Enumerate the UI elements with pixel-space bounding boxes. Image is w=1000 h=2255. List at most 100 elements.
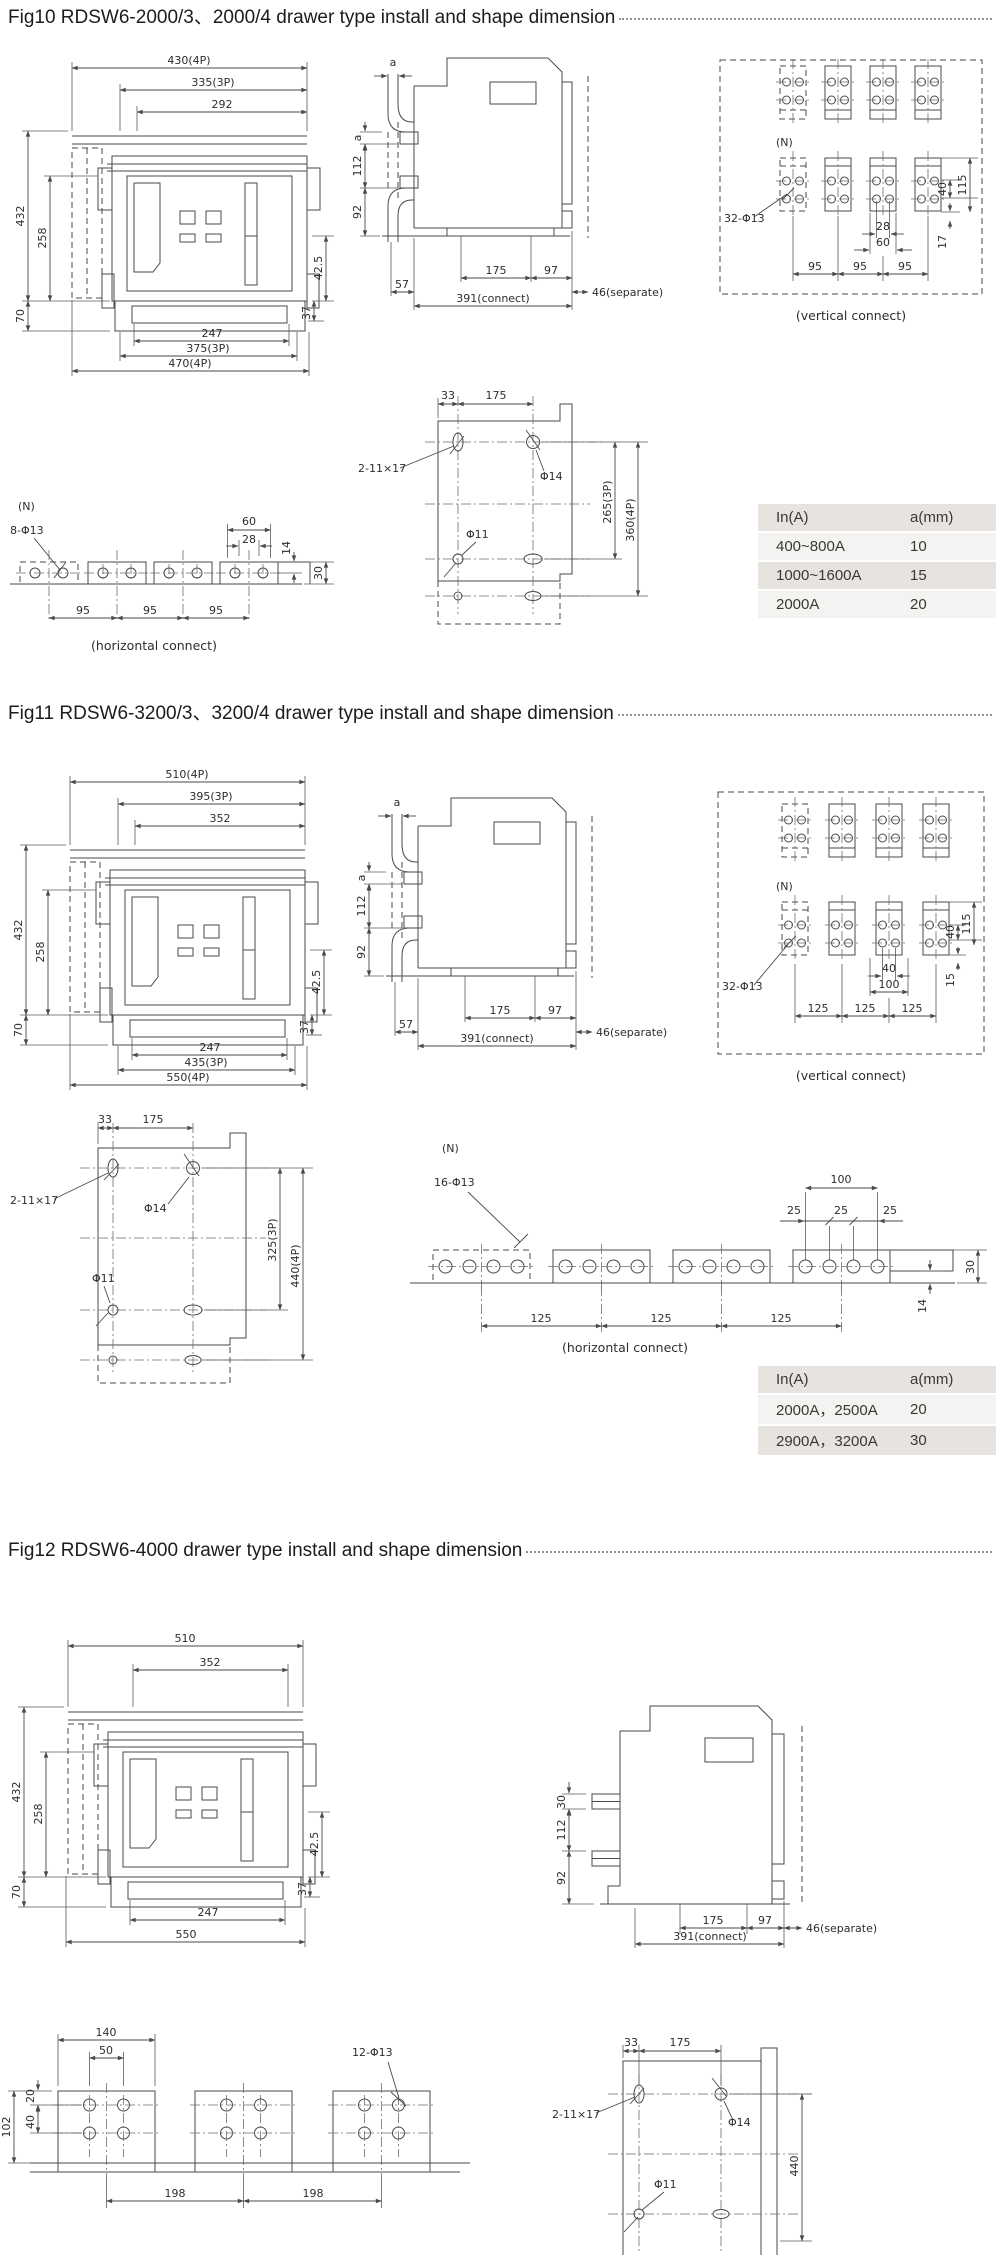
fig12-title: Fig12 RDSW6-4000 drawer type install and… (8, 1540, 992, 1562)
dim-label: a (394, 796, 401, 809)
busbars (10, 561, 311, 585)
dim-label: 40 (882, 962, 896, 975)
dim-label: 432 (10, 1782, 23, 1803)
dim-label: 440(4P) (289, 1244, 302, 1287)
dim-label: 30 (312, 566, 325, 580)
side-view-outline (600, 1705, 790, 1905)
dim-label: 97 (544, 264, 558, 277)
dim-label: 95 (76, 604, 90, 617)
leader-slash (53, 561, 67, 579)
dim-label: 112 (555, 1820, 568, 1841)
table-cell: 2000A (758, 590, 902, 620)
table-cell: 400~800A (758, 532, 902, 562)
front-view-outline (68, 1711, 317, 1908)
enclosure-dashed-border (719, 59, 983, 295)
fig10-vertical-connect: (N) 32-Φ13 28 60 95 95 95 40 115 17 (ver… (719, 58, 983, 323)
neutral-pole-label: (N) (776, 136, 793, 149)
dim-label: 510(4P) (165, 768, 208, 781)
dim-label: 33 (441, 389, 455, 402)
dim-label: a (390, 56, 397, 69)
busbars (30, 2082, 470, 2177)
drill-centerlines (608, 2074, 812, 2251)
dim-label: 25 (883, 1204, 897, 1217)
fig11-side-view: a a 112 92 57 175 97 391(connect) 46(sep… (355, 796, 667, 1050)
leader-line (387, 2061, 400, 2099)
busbar-top-row (777, 796, 954, 865)
table-cell: 2000A，2500A (758, 1394, 902, 1426)
vertical-connect-dimensions: 32-Φ13 40 100 125 125 125 40 115 15 (722, 901, 982, 1023)
drill-holes (633, 2084, 730, 2220)
dim-label: 46(separate) (592, 286, 663, 299)
dim-label: 140 (96, 2026, 117, 2039)
table-header-cell: a(mm) (902, 1366, 996, 1395)
dim-label: 125 (902, 1002, 923, 1015)
vertical-connect-caption: (vertical connect) (796, 1068, 906, 1083)
slot-spec-label: 2-11×17 (358, 462, 406, 475)
dim-label: 30 (555, 1795, 568, 1809)
neutral-pole-label: (N) (18, 500, 35, 513)
side-view-terminals (387, 74, 419, 242)
fig11-drill-plan: 33 175 2-11×17 Φ14 Φ11 325(3P) 440(4P) (10, 1113, 313, 1384)
table-header-row: In(A) a(mm) (758, 1366, 996, 1395)
dim-label: 247 (198, 1906, 219, 1919)
leader-slash (390, 2091, 407, 2107)
dim-label: 391(connect) (460, 1032, 533, 1045)
table-row: 1000~1600A 15 (758, 561, 996, 591)
dim-label: 95 (898, 260, 912, 273)
drill-centerlines (80, 1123, 276, 1373)
hole-spec-label: Φ11 (654, 2178, 677, 2191)
dim-label: 37 (296, 1882, 309, 1896)
horizontal-connect-dimensions: 100 25 25 25 30 14 125 125 125 (481, 1173, 987, 1333)
dim-label: 115 (960, 914, 973, 935)
title-dotted-rule (617, 713, 992, 716)
dim-label: 40 (24, 2115, 37, 2129)
dim-label: 37 (298, 1020, 311, 1034)
dim-label: 440 (788, 2156, 801, 2177)
dim-label: 352 (200, 1656, 221, 1669)
dim-label: 17 (936, 235, 949, 249)
table-header-row: In(A) a(mm) (758, 504, 996, 533)
hole-spec-label: Φ14 (144, 1202, 167, 1215)
horizontal-connect-dimensions: 60 28 14 30 95 95 95 (48, 515, 334, 622)
dim-label: 198 (303, 2187, 324, 2200)
mounting-plate-outline (437, 403, 573, 582)
table-row: 2000A，2500A 20 (758, 1394, 996, 1426)
neutral-pole-label: (N) (776, 880, 793, 893)
fig12-drill-plan: 33 175 2-11×17 Φ14 Φ11 440 (552, 2036, 812, 2255)
hole-spec-label: Φ11 (466, 528, 489, 541)
dim-label: 40 (936, 182, 949, 196)
dim-label: 258 (36, 228, 49, 249)
dim-label: 335(3P) (191, 76, 234, 89)
table-cell: 1000~1600A (758, 561, 902, 591)
fig12-front-view: 510 352 432 258 70 42.5 37 247 550 (10, 1632, 330, 1947)
horizontal-connect-caption: (horizontal connect) (91, 638, 217, 653)
dim-label: 292 (212, 98, 233, 111)
fig10-horizontal-connect: (N) 8-Φ13 60 28 14 30 95 95 95 (horizont… (10, 500, 334, 653)
dim-label: 470(4P) (168, 357, 211, 370)
dim-label: 100 (879, 978, 900, 991)
side-view-terminals (391, 814, 423, 982)
dim-label: 198 (165, 2187, 186, 2200)
dim-label: 42.5 (308, 1832, 321, 1857)
dim-label: 175 (486, 389, 507, 402)
dim-label: 97 (548, 1004, 562, 1017)
drill-dimensions: 33 175 2-11×17 Φ14 Φ11 325(3P) 440(4P) (10, 1113, 313, 1361)
dim-label: 15 (944, 973, 957, 987)
dim-label: 550(4P) (166, 1071, 209, 1084)
fig12-side-view: 30 112 92 175 97 391(connect) 46(separat… (555, 1705, 877, 1948)
table-row: 400~800A 10 (758, 532, 996, 562)
busbars (410, 1243, 955, 1291)
leader-line (33, 537, 61, 571)
dim-label: 125 (855, 1002, 876, 1015)
dim-label: 14 (916, 1299, 929, 1313)
front-view-pole-dashed (67, 1723, 99, 1875)
mounting-plate-outline (97, 1132, 247, 1346)
front-view-dimensions: 510 352 432 258 70 42.5 37 247 550 (10, 1632, 330, 1947)
dim-label: 97 (758, 1914, 772, 1927)
fig11-horizontal-connect: (N) 16-Φ13 100 25 25 25 30 14 125 125 (410, 1142, 987, 1355)
dim-label: 92 (355, 945, 368, 959)
dim-label: 175 (670, 2036, 691, 2049)
dim-label: 57 (399, 1018, 413, 1031)
fig11-front-view: 510(4P) 395(3P) 352 432 258 70 42.5 37 2… (12, 768, 332, 1090)
leader-slash (513, 1233, 529, 1249)
